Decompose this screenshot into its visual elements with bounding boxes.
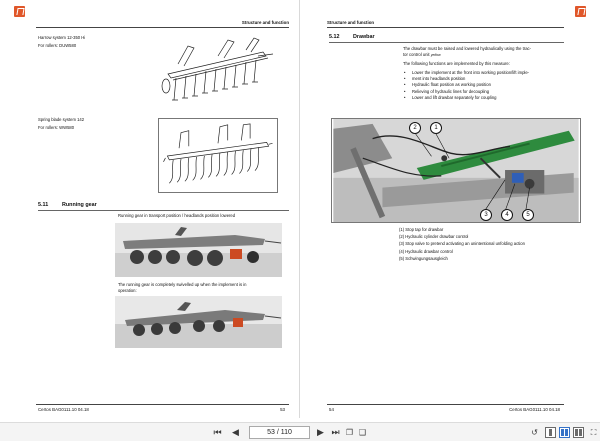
spring-blade-illustration — [158, 118, 278, 193]
page-53: Structure and function Harrow system 12-… — [10, 0, 293, 418]
copy-page-icon[interactable]: ❐ — [345, 428, 354, 437]
callout-5: 5 — [522, 209, 534, 221]
running-gear-working-drawing — [115, 296, 282, 348]
spring-blade-system-label: Spring blade system 142 — [38, 117, 85, 122]
pane-left — [575, 429, 578, 436]
intro-color-word: yellow — [430, 53, 441, 57]
running-gear-caption-1: Running gear in transport position / hea… — [118, 213, 236, 218]
harrow-system-label: Harrow system 12-350 Hi — [38, 35, 86, 40]
drawbar-drawing — [333, 119, 579, 222]
section-title-drawbar: Drawbar — [353, 34, 375, 40]
page-header: Structure and function — [327, 20, 375, 25]
section-number-5-12: 5.12 — [329, 34, 340, 40]
legend-item: (5) Schwingungsausgleich — [399, 255, 448, 261]
footer-rule — [327, 404, 564, 405]
callout-1: 1 — [430, 122, 442, 134]
list-item: Lower the implement at the front into wo… — [403, 70, 529, 76]
brand-logo-icon — [575, 6, 586, 17]
legend-item: (3) Stop valve to pretend activating an … — [399, 241, 525, 247]
single-page-view-icon[interactable] — [545, 427, 556, 438]
running-gear-caption-2a: The running gear is completely swivelled… — [118, 282, 247, 287]
header-rule — [327, 27, 564, 28]
previous-page-icon[interactable]: ◀ — [232, 427, 239, 437]
callout-2: 2 — [409, 122, 421, 134]
continuous-view-icon[interactable] — [573, 427, 584, 438]
harrow-drawing — [161, 37, 274, 101]
drawbar-photo: 2 1 3 4 5 — [331, 118, 581, 223]
two-page-view-icon[interactable] — [559, 427, 570, 438]
footer-doc-id: Certos BAG0111.10 04.18 — [38, 407, 89, 412]
last-page-icon[interactable]: ⏭ — [331, 427, 340, 437]
running-gear-caption-2b: operation: — [118, 288, 137, 293]
drawbar-callout-lines — [414, 132, 530, 212]
footer-page-number: 53 — [280, 407, 285, 412]
list-item: Hydraulic float position as working posi… — [403, 82, 529, 88]
page-header: Structure and function — [241, 20, 289, 25]
intro-text: tor control unit — [403, 52, 430, 57]
drawbar-legend: (1) Stop tap for drawbar (2) Hydraulic c… — [399, 226, 525, 262]
brand-logo-icon — [14, 6, 25, 17]
section-title-running-gear: Running gear — [62, 202, 97, 208]
drawbar-intro-line-3: The following functions are implemented … — [403, 61, 510, 66]
rotate-icon[interactable]: ↺ — [531, 428, 538, 437]
first-page-icon[interactable]: ⏮ — [213, 427, 222, 437]
drawbar-function-list: Lower the implement at the front into wo… — [403, 70, 529, 101]
list-item-continuation: ment into headlands position — [403, 76, 529, 82]
pane — [549, 429, 552, 436]
list-item: Relieving of hydraulic lines for decoupl… — [403, 89, 529, 95]
duplicate-icon[interactable]: ❑ — [358, 428, 367, 437]
section-rule — [38, 210, 289, 211]
page-54: Structure and function 5.12 Drawbar The … — [307, 0, 590, 418]
drawbar-intro-line-1: The drawbar must be raised and lowered h… — [403, 46, 532, 51]
callout-3: 3 — [480, 209, 492, 221]
next-page-icon[interactable]: ▶ — [317, 427, 324, 437]
fullscreen-icon[interactable]: ⛶ — [590, 428, 597, 437]
footer-rule — [36, 404, 289, 405]
section-number-5-11: 5.11 — [38, 202, 49, 208]
harrow-system-illustration — [158, 34, 276, 106]
footer-page-number: 54 — [329, 407, 334, 412]
running-gear-working-photo — [115, 296, 282, 348]
running-gear-transport-photo — [115, 223, 282, 277]
legend-item: (1) Stop tap for drawbar — [399, 227, 444, 232]
pane-right — [565, 429, 568, 436]
list-item: Lower and lift drawbar separately for co… — [403, 95, 529, 101]
drawbar-intro-line-2: tor control unit yellow — [403, 52, 441, 58]
spring-rollers-label: For rollers: WW580 — [38, 125, 75, 130]
header-rule — [36, 27, 289, 28]
page-gutter — [299, 0, 300, 418]
legend-item: (4) Hydraulic drawbar control — [399, 248, 453, 254]
section-rule — [329, 42, 564, 43]
running-gear-transport-drawing — [115, 223, 282, 277]
pane-right — [579, 429, 582, 436]
list-item-text: ment into headlands position — [412, 76, 466, 82]
pane-left — [561, 429, 564, 436]
legend-item: (2) Hydraulic cylinder drawbar control — [399, 234, 469, 240]
harrow-rollers-label: For rollers: DUW580 — [38, 43, 77, 48]
viewer-toolbar: ⏮ ◀ 53 / 110 ▶ ⏭ ❐ ❑ ↺ ⛶ — [0, 422, 600, 441]
spring-blade-drawing — [163, 123, 273, 184]
callout-4: 4 — [501, 209, 513, 221]
footer-doc-id: Certos BAG0111.10 04.18 — [509, 407, 560, 412]
page-number-input[interactable]: 53 / 110 — [249, 426, 310, 439]
